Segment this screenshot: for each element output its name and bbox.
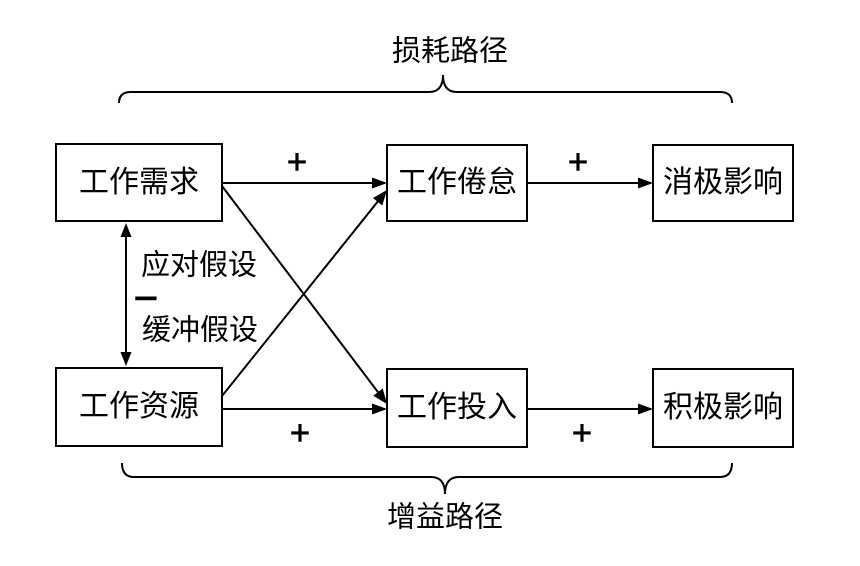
arrow-resources-to-engagement (222, 403, 387, 415)
box-job-demands: 工作需求 (55, 143, 223, 222)
gain-path-title: 增益路径 (386, 499, 504, 534)
coping-hypothesis-label: 应对假设 (140, 247, 258, 282)
bottom-brace (121, 462, 733, 495)
box-positive-outcomes-label: 积极影响 (663, 390, 783, 425)
box-job-burnout: 工作倦怠 (386, 144, 528, 222)
minus-sign: − (131, 278, 161, 318)
box-job-resources: 工作资源 (55, 367, 223, 447)
box-negative-outcomes-label: 消极影响 (663, 165, 783, 200)
arrow-burnout-to-negative (528, 177, 653, 189)
arrow-engagement-to-positive (528, 403, 653, 415)
plus-sign-burnout-negative: + (566, 145, 590, 178)
arrow-demands-resources-correlation (120, 223, 132, 366)
loss-path-title: 损耗路径 (391, 33, 509, 68)
box-positive-outcomes: 积极影响 (652, 368, 794, 448)
arrow-demands-to-engagement (221, 185, 387, 404)
box-job-resources-label: 工作资源 (79, 389, 199, 424)
arrow-demands-to-burnout (222, 177, 387, 189)
plus-sign-engagement-positive: + (570, 416, 594, 449)
box-work-engagement: 工作投入 (386, 368, 528, 448)
top-brace (118, 74, 733, 104)
box-work-engagement-label: 工作投入 (397, 390, 517, 425)
arrow-resources-to-burnout (221, 190, 387, 397)
plus-sign-resources-engagement: + (288, 416, 312, 449)
buffering-hypothesis-label: 缓冲假设 (141, 312, 259, 347)
box-negative-outcomes: 消极影响 (652, 144, 794, 222)
box-job-demands-label: 工作需求 (79, 164, 199, 200)
plus-sign-demands-burnout: + (285, 145, 309, 178)
box-job-burnout-label: 工作倦怠 (397, 165, 517, 200)
